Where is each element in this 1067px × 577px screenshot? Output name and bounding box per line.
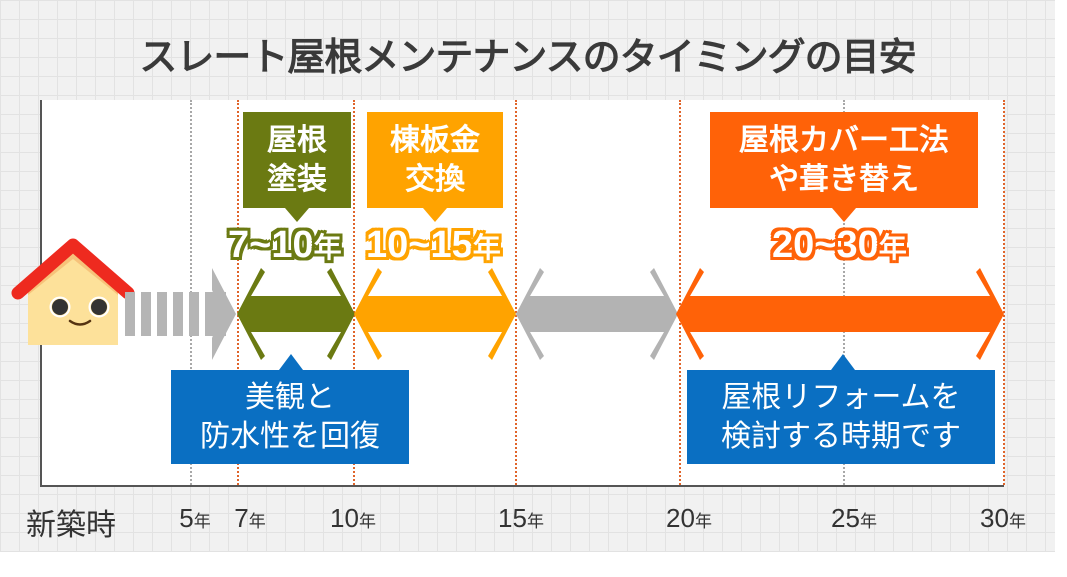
guide-line-15 xyxy=(515,100,517,485)
label-line2: 塗装 xyxy=(267,162,327,197)
tick-5: 5年 xyxy=(179,503,211,533)
guide-line-10 xyxy=(353,100,355,485)
arrow-7-10 xyxy=(237,268,355,360)
tick-20: 20年 xyxy=(666,503,712,533)
tick-7: 7年 xyxy=(234,503,266,533)
arrow-10-15 xyxy=(354,268,516,360)
note-line1: 美観と xyxy=(245,380,335,415)
house-icon xyxy=(11,238,135,345)
guide-line-30 xyxy=(1003,100,1005,485)
page-title: スレート屋根メンテナンスのタイミングの目安 xyxy=(139,35,916,79)
pointer xyxy=(285,208,309,222)
pointer xyxy=(831,354,855,370)
arrow-20-30 xyxy=(676,268,1004,360)
range-7-10: 7~10年 xyxy=(228,224,342,266)
tick-25: 25年 xyxy=(831,503,877,533)
note-line1: 屋根リフォームを xyxy=(721,380,961,415)
note-line2: 検討する時期です xyxy=(721,419,961,454)
progress-stripes xyxy=(125,292,213,336)
tick-15: 15年 xyxy=(498,503,544,533)
guide-line-7 xyxy=(237,100,239,485)
arrow-15-20 xyxy=(516,268,678,360)
guide-line-25 xyxy=(843,100,845,485)
note-line2: 防水性を回復 xyxy=(200,419,380,454)
label-line2: 交換 xyxy=(405,162,465,197)
label-line1: 屋根カバー工法 xyxy=(739,123,949,158)
note-appearance: 美観と 防水性を回復 xyxy=(171,354,409,464)
pointer xyxy=(279,354,303,370)
pointer xyxy=(832,208,856,222)
note-reform: 屋根リフォームを 検討する時期です xyxy=(687,354,995,464)
pointer xyxy=(423,208,447,222)
label-ridge-metal: 棟板金 交換 xyxy=(367,112,503,222)
axis-start-label: 新築時 xyxy=(26,508,116,543)
label-line1: 棟板金 xyxy=(390,123,480,158)
range-10-15: 10~15年 xyxy=(366,224,501,266)
gray-arrow-head-icon xyxy=(208,268,236,360)
guide-line-20 xyxy=(679,100,681,485)
label-roof-painting: 屋根 塗装 xyxy=(243,112,351,222)
label-line2: や葺き替え xyxy=(769,162,919,197)
tick-10: 10年 xyxy=(330,503,376,533)
tick-30: 30年 xyxy=(980,503,1026,533)
label-line1: 屋根 xyxy=(267,123,327,158)
label-cover-reroof: 屋根カバー工法 や葺き替え xyxy=(710,112,978,222)
range-20-30: 20~30年 xyxy=(772,224,907,266)
